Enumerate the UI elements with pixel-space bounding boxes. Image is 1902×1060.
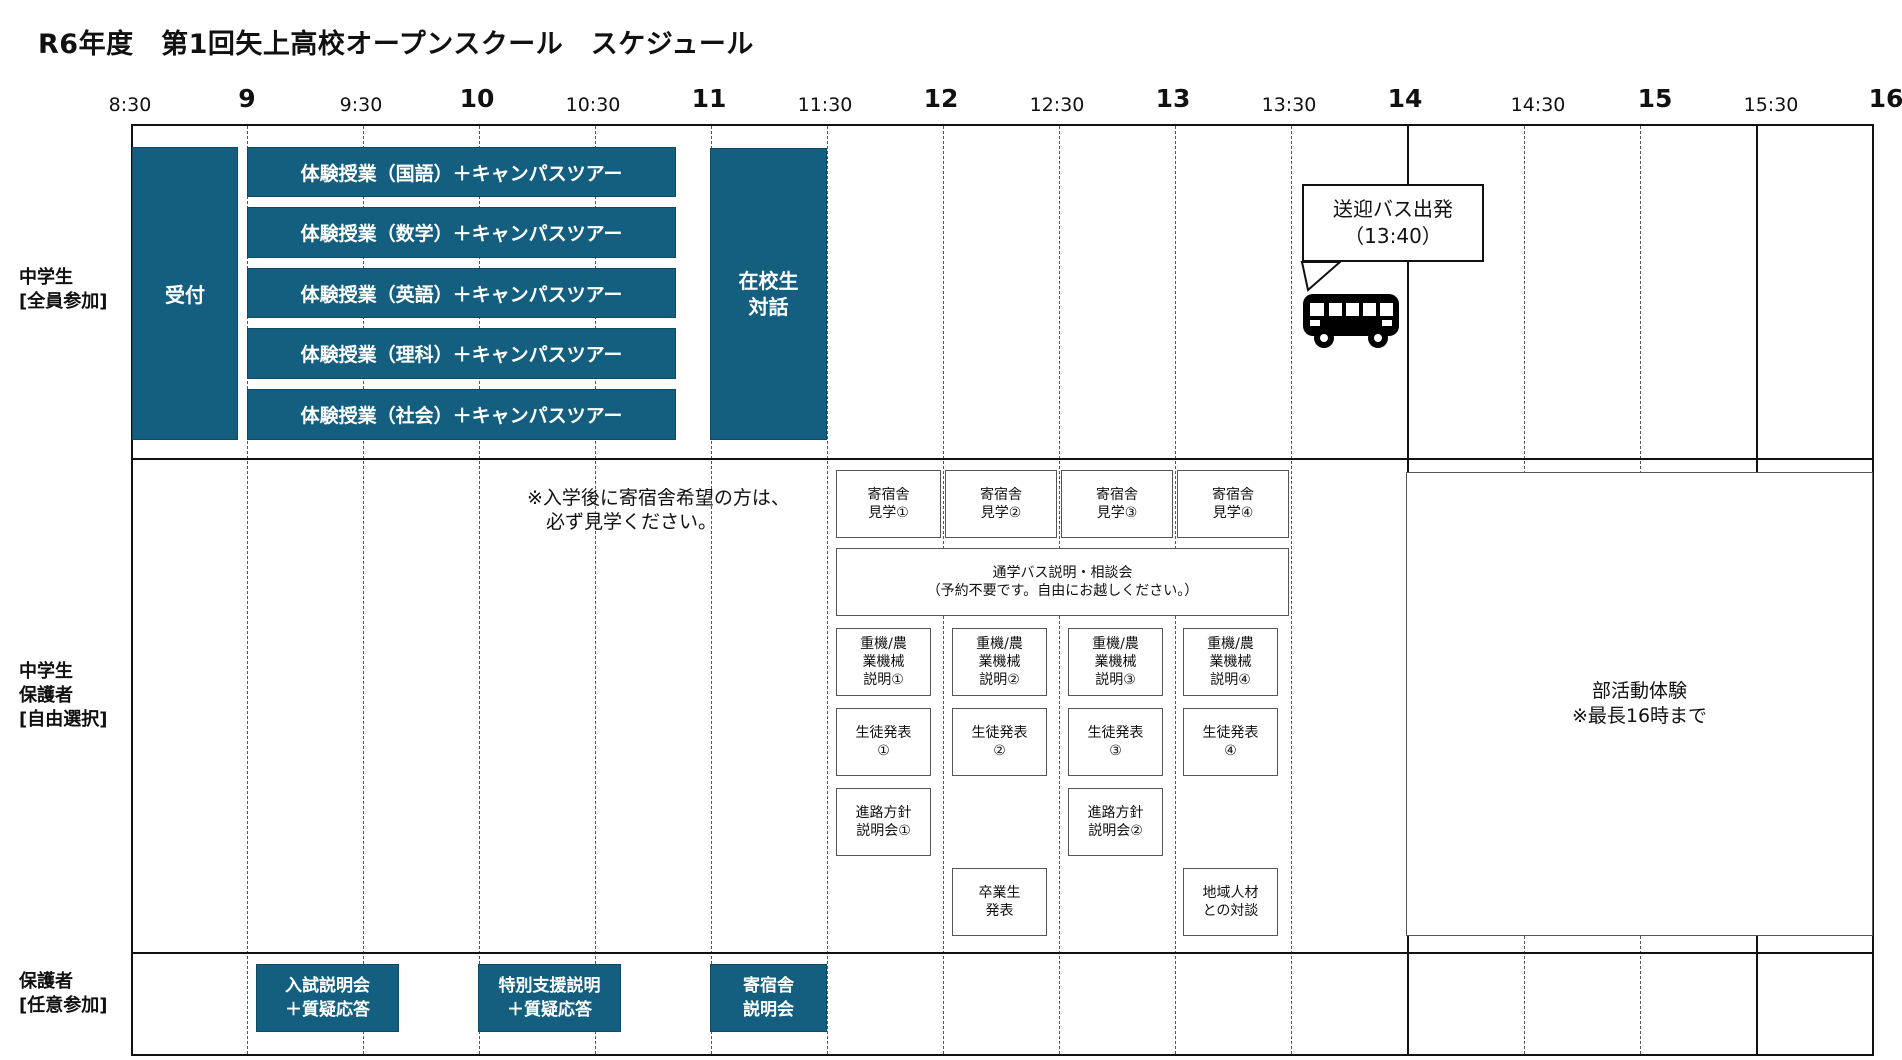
machinery-talk-3: 重機/農 業機械 説明③: [1068, 628, 1163, 696]
reception-block: 受付: [132, 147, 238, 440]
graduate-presentation: 卒業生 発表: [952, 868, 1047, 936]
student-presentation-2: 生徒発表 ②: [952, 708, 1047, 776]
tick-0900: 9: [238, 84, 256, 113]
dorm-briefing: 寄宿舎 説明会: [710, 964, 827, 1032]
gridline-1130: [827, 126, 828, 1054]
tick-1430: 14:30: [1510, 94, 1566, 116]
special-support-briefing: 特別支援説明 ＋質疑応答: [478, 964, 621, 1032]
bus-departure-bubble: 送迎バス出発 （13:40）: [1302, 184, 1484, 262]
class-japanese: 体験授業（国語）＋キャンパスツアー: [247, 147, 676, 197]
dorm-tour-3: 寄宿舎 見学③: [1061, 470, 1173, 538]
school-bus-consultation: 通学バス説明・相談会 （予約不要です。自由にお越しください。）: [836, 548, 1289, 616]
career-briefing-2: 進路方針 説明会②: [1068, 788, 1163, 856]
tick-1000: 10: [459, 84, 495, 113]
gridline-1100: [711, 126, 712, 1054]
tick-0830: 8:30: [108, 94, 152, 116]
bus-callout-tail: [1300, 261, 1343, 292]
page-title: R6年度 第1回矢上高校オープンスクール スケジュール: [38, 29, 754, 60]
tick-1200: 12: [923, 84, 959, 113]
gridline-0900: [247, 126, 248, 1054]
tick-0930: 9:30: [339, 94, 383, 116]
tick-1330: 13:30: [1261, 94, 1317, 116]
bus-icon: [1303, 294, 1399, 348]
row-label-student: 中学生 [全員参加]: [19, 267, 108, 312]
gridline-1000: [479, 126, 480, 1054]
tick-1400: 14: [1387, 84, 1423, 113]
dorm-tour-1: 寄宿舎 見学①: [836, 470, 941, 538]
student-presentation-4: 生徒発表 ④: [1183, 708, 1278, 776]
gridline-1330: [1291, 126, 1292, 1054]
student-presentation-1: 生徒発表 ①: [836, 708, 931, 776]
machinery-talk-1: 重機/農 業機械 説明①: [836, 628, 931, 696]
tick-1300: 13: [1155, 84, 1191, 113]
class-math: 体験授業（数学）＋キャンパスツアー: [247, 207, 676, 258]
schedule-frame: [131, 124, 1874, 1056]
class-social: 体験授業（社会）＋キャンパスツアー: [247, 389, 676, 440]
dorm-tour-4: 寄宿舎 見学④: [1177, 470, 1289, 538]
tick-1600: 16: [1868, 84, 1902, 113]
student-presentation-3: 生徒発表 ③: [1068, 708, 1163, 776]
class-science: 体験授業（理科）＋キャンパスツアー: [247, 328, 676, 379]
dorm-tour-note: ※入学後に寄宿舎希望の方は、 必ず見学ください。: [527, 487, 790, 533]
local-talent-dialogue: 地域人材 との対談: [1183, 868, 1278, 936]
machinery-talk-2: 重機/農 業機械 説明②: [952, 628, 1047, 696]
tick-1130: 11:30: [797, 94, 853, 116]
tick-1230: 12:30: [1029, 94, 1085, 116]
row-divider-1: [131, 458, 1874, 460]
tick-1100: 11: [691, 84, 727, 113]
tick-1030: 10:30: [565, 94, 621, 116]
gridline-1030: [595, 126, 596, 1054]
club-experience: 部活動体験 ※最長16時まで: [1406, 472, 1873, 936]
class-english: 体験授業（英語）＋キャンパスツアー: [247, 268, 676, 318]
machinery-talk-4: 重機/農 業機械 説明④: [1183, 628, 1278, 696]
tick-1500: 15: [1637, 84, 1673, 113]
student-dialogue-block: 在校生 対話: [710, 148, 827, 440]
gridline-0930: [363, 126, 364, 1054]
row-divider-2: [131, 952, 1874, 954]
dorm-tour-2: 寄宿舎 見学②: [945, 470, 1057, 538]
exam-briefing: 入試説明会 ＋質疑応答: [256, 964, 399, 1032]
row-label-student-parent: 中学生 保護者 [自由選択]: [19, 661, 108, 730]
career-briefing-1: 進路方針 説明会①: [836, 788, 931, 856]
row-label-parent: 保護者 [任意参加]: [19, 971, 108, 1016]
tick-1530: 15:30: [1743, 94, 1799, 116]
